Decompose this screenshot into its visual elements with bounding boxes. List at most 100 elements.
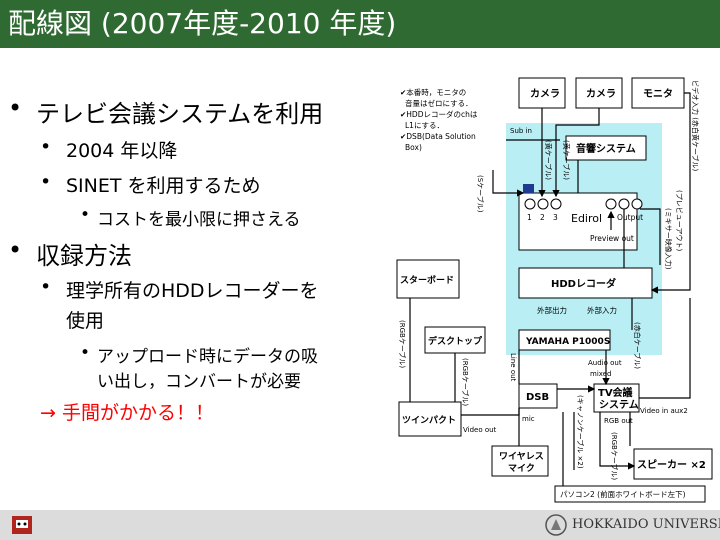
yellow-cable-1-label: (黄ケーブル) bbox=[544, 140, 553, 180]
audio-system-label: 音響システム bbox=[576, 142, 636, 155]
audio-system-box bbox=[565, 135, 647, 161]
camera-1-box bbox=[518, 77, 566, 109]
mascot-icon bbox=[12, 516, 32, 534]
edirol-label: Edirol bbox=[571, 212, 602, 225]
wire-s-cable bbox=[492, 170, 525, 197]
wire-video-out bbox=[461, 408, 520, 416]
arrow-icon: → bbox=[40, 402, 56, 424]
wire-monitor bbox=[650, 92, 691, 294]
hdd-out-label: 外部出力 bbox=[537, 305, 567, 315]
hdd-recorder-label: HDDレコーダ bbox=[551, 277, 616, 290]
setup-notes: ✔本番時，モニタの 音量はゼロにする． ✔HDDレコーダのchは L1にする． … bbox=[400, 87, 478, 152]
camera-2-label: カメラ bbox=[586, 88, 616, 100]
wireless-mic-label-1: ワイヤレス bbox=[499, 451, 544, 462]
edirol-out2-jack bbox=[618, 198, 630, 210]
bullet-list: • テレビ会議システムを利用 • 2004 年以降 • SINET を利用するた… bbox=[0, 0, 400, 470]
speaker-label: スピーカー ×2 bbox=[637, 459, 706, 471]
bullet-dot: • bbox=[8, 94, 23, 122]
wire-mixer bbox=[640, 208, 661, 265]
line-out-label: Line out bbox=[509, 353, 517, 382]
note-line: L1にする． bbox=[405, 121, 444, 130]
wire-camera2 bbox=[552, 108, 600, 198]
mixed-label: mixed bbox=[590, 370, 611, 378]
title-bar: 配線図 (2007年度-2010 年度) bbox=[0, 0, 720, 48]
note-line: ✔DSB(Data Solution bbox=[400, 132, 476, 141]
bullet-item: 収録方法 bbox=[36, 242, 132, 270]
university-crest-icon bbox=[545, 514, 567, 536]
bullet-item: 理学所有のHDDレコーダーを bbox=[66, 280, 319, 302]
note-line: ✔HDDレコーダのchは bbox=[400, 109, 478, 119]
note-line: 音量はゼロにする． bbox=[405, 98, 473, 108]
mixer-input-label: (ミキサー映像入力) bbox=[664, 208, 673, 270]
redwhite-cable-label: (赤白ケーブル) bbox=[633, 322, 642, 369]
starboard-label: スターボード bbox=[400, 274, 454, 286]
bullet-dot: • bbox=[8, 236, 23, 264]
wire-video-in bbox=[639, 298, 691, 399]
hdd-in-label: 外部入力 bbox=[587, 305, 617, 315]
pc2-box bbox=[554, 485, 706, 503]
rgb-cable-3-label: (RGBケーブル) bbox=[610, 432, 619, 480]
edirol-ch3-jack bbox=[550, 198, 562, 210]
note-line: ✔本番時，モニタの bbox=[400, 87, 466, 97]
starboard-box bbox=[396, 259, 460, 299]
dsb-label: DSB bbox=[526, 392, 549, 403]
slide-title: 配線図 (2007年度-2010 年度) bbox=[8, 7, 397, 40]
bullet-item: 2004 年以降 bbox=[66, 140, 178, 162]
bullet-item: SINET を利用するため bbox=[66, 175, 261, 197]
hdd-recorder-box bbox=[518, 267, 653, 299]
rgb-out-label: RGB out bbox=[604, 417, 633, 425]
pc2-label: パソコン2 (前面ホワイトボード左下) bbox=[560, 489, 686, 499]
desktop-box bbox=[424, 326, 486, 354]
bullet-item-continuation: い出し，コンバートが必要 bbox=[97, 372, 301, 392]
edirol-ch3-label: 3 bbox=[553, 213, 558, 222]
edirol-ch1-label: 1 bbox=[527, 213, 532, 222]
bullet-item: アップロード時にデータの吸 bbox=[97, 347, 318, 367]
yamaha-label: YAMAHA P1000S bbox=[525, 337, 610, 347]
desktop-label: デスクトップ bbox=[428, 335, 483, 347]
tv-conference-label-2: システム bbox=[599, 399, 639, 411]
monitor-box bbox=[631, 77, 685, 109]
footer-bar bbox=[0, 510, 720, 540]
mic-label: mic bbox=[522, 415, 535, 423]
rgb-cable-2-label: (RGBケーブル) bbox=[461, 358, 470, 406]
bullet-item: コストを最小限に押さえる bbox=[97, 210, 301, 230]
bullet-dot: • bbox=[80, 343, 91, 363]
edirol-out3-jack bbox=[631, 198, 643, 210]
conclusion-text: 手間がかかる！！ bbox=[61, 402, 214, 424]
yellow-cable-2-label: (黄ケーブル) bbox=[562, 140, 571, 180]
university-name: HOKKAIDO UNIVERSITY bbox=[572, 517, 720, 532]
wireless-mic-box bbox=[491, 445, 549, 477]
bullet-item-continuation: 使用 bbox=[66, 310, 105, 332]
video-out-label: Video out bbox=[463, 426, 497, 434]
video-input-label: ビデオ入力 (赤白黄ケーブル) bbox=[691, 80, 700, 172]
dsb-box bbox=[518, 383, 558, 409]
bullet-item: テレビ会議システムを利用 bbox=[36, 100, 324, 128]
wireless-mic-label-2: マイク bbox=[508, 463, 535, 474]
edirol-output-label: Output bbox=[617, 213, 643, 222]
edirol-out1-jack bbox=[605, 198, 617, 210]
wire-speaker bbox=[599, 412, 636, 470]
edirol-ch2-label: 2 bbox=[540, 213, 545, 222]
camera-2-box bbox=[575, 77, 623, 109]
wiring-diagram: ✔本番時，モニタの 音量はゼロにする． ✔HDDレコーダのchは L1にする． … bbox=[396, 77, 713, 503]
note-line: Box) bbox=[405, 143, 422, 152]
yamaha-box bbox=[518, 329, 611, 351]
cannon-cable-label: (キャノンケーブル ×2) bbox=[576, 395, 585, 469]
rgb-cable-1-label: (RGBケーブル) bbox=[398, 320, 407, 368]
edirol-ch2-jack bbox=[537, 198, 549, 210]
bullet-dot: • bbox=[80, 205, 91, 225]
bullet-dot: • bbox=[40, 136, 52, 158]
speaker-box bbox=[633, 448, 713, 480]
preview-out-cable-label: (プレビューアウト) bbox=[675, 190, 684, 251]
sub-in-label: Sub in bbox=[510, 127, 532, 135]
conclusion: → 手間がかかる！！ bbox=[40, 398, 214, 425]
twinpact-box bbox=[398, 401, 462, 437]
tv-conference-box bbox=[593, 383, 640, 413]
tv-conference-label-1: TV会議 bbox=[598, 386, 633, 399]
edirol-ch1-jack bbox=[524, 198, 536, 210]
twinpact-label: ツインパクト bbox=[402, 414, 456, 426]
bullet-dot: • bbox=[40, 276, 52, 298]
bullet-dot: • bbox=[40, 171, 52, 193]
video-in-label: Video in aux2 bbox=[640, 407, 688, 415]
camera-1-label: カメラ bbox=[530, 88, 560, 100]
